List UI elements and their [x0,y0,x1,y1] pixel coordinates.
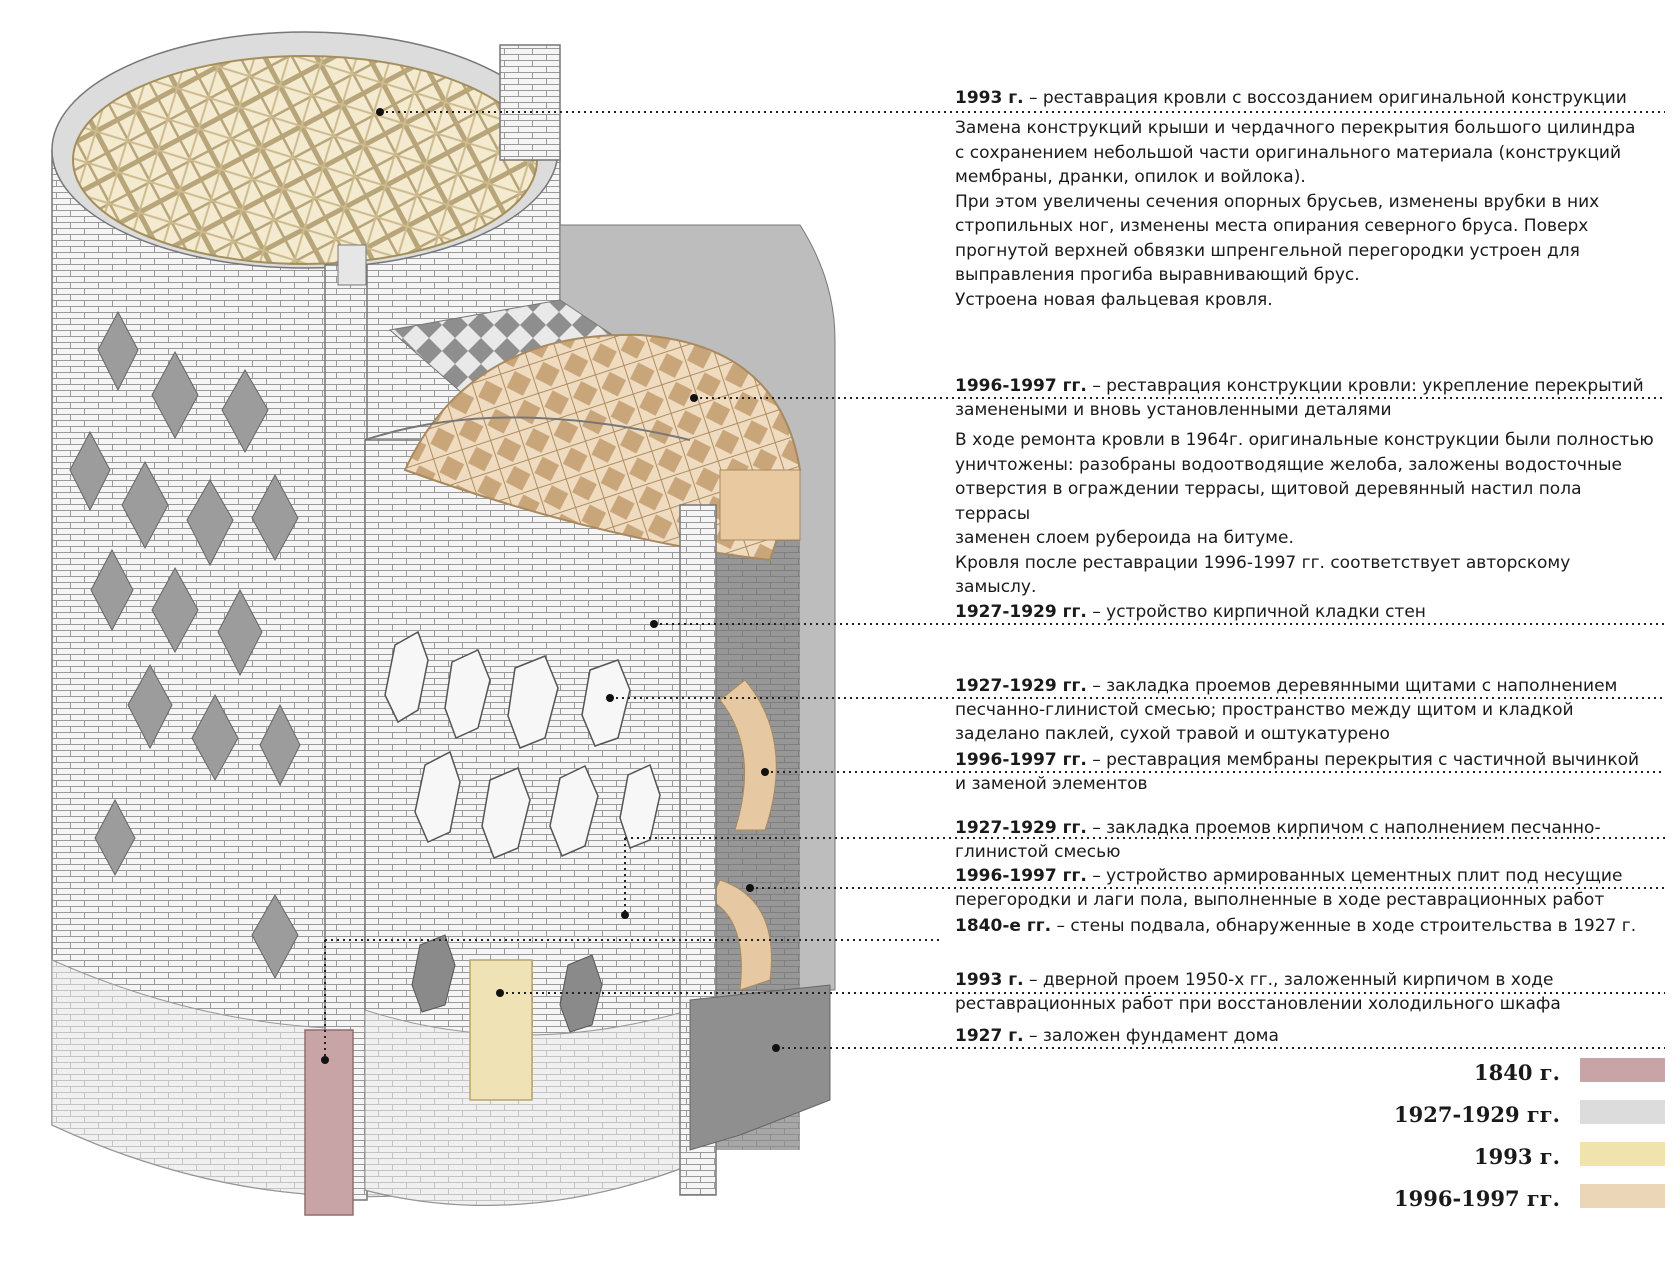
description-line: стропильных ног, изменены места опирания… [955,216,1589,236]
large-cylinder [51,31,561,1216]
description-line: заменен слоем рубероида на битуме. [955,528,1294,548]
legend-label: 1996-1997 гг. [1394,1186,1560,1211]
description-line: выправления прогиба выравнивающий брус. [955,265,1360,285]
annotation-walls-1927: 1927-1929 гг. – устройство кирпичной кла… [955,600,1655,624]
legend-swatch [1580,1058,1665,1082]
small-cylinder [364,224,836,1206]
description-line: Кровля после реставрации 1996-1997 гг. с… [955,552,1571,598]
legend-swatch [1580,1184,1665,1208]
annotation-text: – реставрация конструкции кровли: укрепл… [955,376,1644,420]
legend-swatch [1580,1142,1665,1166]
annotation-year: 1996-1997 гг. [955,866,1087,886]
legend-label: 1993 г. [1474,1144,1560,1169]
annotation-openings-brick-1927: 1927-1929 гг. – закладка проемов кирпичо… [955,816,1655,864]
legend-label: 1840 г. [1474,1060,1560,1085]
annotation-basement-1840: 1840-е гг. – стены подвала, обнаруженные… [955,914,1655,938]
description-line: В ходе ремонта кровли в 1964г. оригиналь… [955,430,1654,450]
annotation-year: 1996-1997 гг. [955,376,1087,396]
legend-item-1840: 1840 г. [1400,1058,1665,1088]
annotation-description: Замена конструкций крыши и чердачного пе… [955,116,1655,312]
annotation-roof-1993: 1993 г. – реставрация кровли с воссоздан… [955,86,1655,312]
description-line: Устроена новая фальцевая кровля. [955,289,1273,310]
annotation-text: – устройство армированных цементных плит… [955,866,1623,910]
annotation-text: – закладка проемов деревянными щитами с … [955,676,1618,744]
legend-item-1927: 1927-1929 гг. [1394,1100,1665,1130]
legend-swatch [1580,1100,1665,1124]
annotation-text: – стены подвала, обнаруженные в ходе стр… [1051,916,1637,936]
annotation-door-1993: 1993 г. – дверной проем 1950-х гг., зало… [955,968,1655,1016]
description-line: При этом увеличены сечения опорных брусь… [955,191,1600,212]
annotation-year: 1993 г. [955,88,1024,108]
annotation-year: 1840-е гг. [955,916,1052,936]
annotation-year: 1927-1929 гг. [955,818,1087,838]
legend-label: 1927-1929 гг. [1394,1102,1560,1127]
annotation-text: – заложен фундамент дома [1023,1026,1279,1046]
annotation-slabs-1996: 1996-1997 гг. – устройство армированных … [955,864,1655,912]
annotation-year: 1927 г. [955,1026,1024,1046]
annotation-text: – закладка проемов кирпичом с наполнение… [955,818,1601,862]
annotation-year: 1993 г. [955,970,1024,990]
annotation-year: 1927-1929 гг. [955,602,1087,622]
legend-item-1993: 1993 г. [1400,1142,1665,1172]
annotation-text: – реставрация кровли с воссозданием ориг… [1023,88,1627,108]
annotation-year: 1996-1997 гг. [955,750,1087,770]
annotation-foundation-1927: 1927 г. – заложен фундамент дома [955,1024,1655,1048]
description-line: уничтожены: разобраны водоотводящие жело… [955,454,1622,475]
annotation-text: – реставрация мембраны перекрытия с част… [955,750,1640,794]
description-line: отверстия в ограждении террасы, щитовой … [955,479,1582,524]
annotation-roof-1996: 1996-1997 гг. – реставрация конструкции … [955,374,1655,600]
annotation-year: 1927-1929 гг. [955,676,1087,696]
description-line: прогнутой верхней обвязки шпренгельной п… [955,240,1580,261]
annotation-membrane-1996: 1996-1997 гг. – реставрация мембраны пер… [955,748,1655,796]
annotation-text: – дверной проем 1950-х гг., заложенный к… [955,970,1561,1014]
description-line: Замена конструкций крыши и чердачного пе… [955,118,1636,138]
description-line: мембраны, дранки, опилок и войлока). [955,167,1306,187]
annotation-openings-wood-1927: 1927-1929 гг. – закладка проемов деревян… [955,674,1655,746]
leader-dots [321,108,780,1064]
annotation-text: – устройство кирпичной кладки стен [1086,602,1426,622]
description-line: с сохранением небольшой части оригинальн… [955,142,1621,163]
legend-item-1996: 1996-1997 гг. [1394,1184,1665,1214]
leader-lines [324,111,1665,1060]
annotation-description: В ходе ремонта кровли в 1964г. оригиналь… [955,428,1655,600]
